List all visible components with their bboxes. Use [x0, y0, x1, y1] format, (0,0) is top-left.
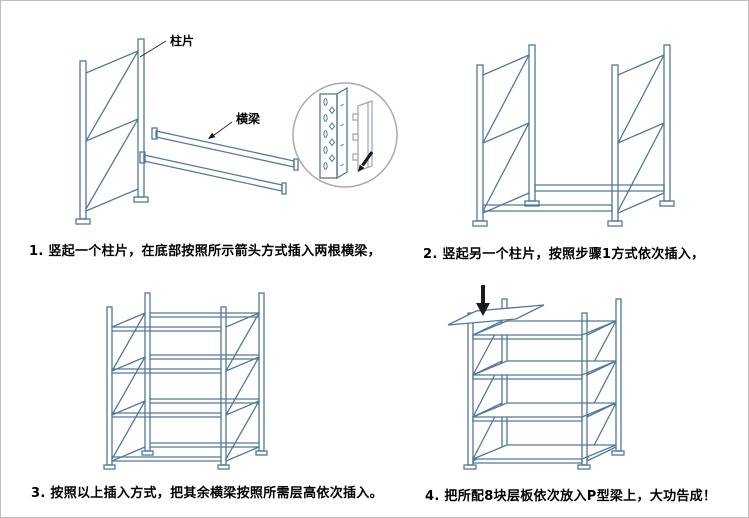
post-holes — [323, 98, 344, 170]
beam-label: 横梁 — [236, 111, 260, 126]
front-posts — [463, 312, 591, 470]
magnifier-circle — [292, 82, 398, 188]
right-column-frame — [607, 44, 675, 227]
fig-connection-detail — [290, 80, 400, 190]
shelf-boards — [472, 320, 617, 464]
fig-step4-rack-with-shelves — [438, 279, 653, 474]
back-beams — [149, 312, 260, 448]
step-4-caption: 4. 把所配8块层板依次放入P型梁上，大功告成！ — [425, 489, 717, 504]
post-detail-drawing — [319, 86, 348, 180]
insert-direction-arrow-icon — [358, 151, 374, 172]
loose-beams-drawing — [139, 127, 299, 195]
fig-step2-two-frames — [459, 21, 704, 236]
left-column-frame — [103, 292, 154, 470]
column-frame-drawing — [75, 38, 149, 225]
fig-step1-frame-with-beams: 柱片 横梁 — [56, 19, 316, 234]
column-piece-label: 柱片 — [170, 33, 194, 48]
fig-step3-rack-frame — [93, 279, 288, 479]
place-shelf-arrow-icon — [476, 285, 490, 316]
right-column-frame — [217, 292, 268, 470]
left-column-frame — [472, 44, 540, 227]
floating-shelf-board — [447, 304, 545, 326]
front-beams — [111, 326, 222, 462]
step-2-caption: 2. 竖起另一个柱片，按照步骤1方式依次插入， — [423, 247, 705, 262]
beam-callout-arrowhead-icon — [208, 132, 216, 139]
step-1-caption: 1. 竖起一个柱片，在底部按照所示箭头方式插入两根横梁， — [29, 244, 381, 259]
step-3-caption: 3. 按照以上插入方式，把其余横梁按照所需层高依次插入。 — [31, 486, 383, 501]
column-piece-callout: 柱片 — [139, 33, 194, 58]
bottom-beams — [482, 184, 665, 212]
beam-callout: 横梁 — [208, 111, 260, 139]
